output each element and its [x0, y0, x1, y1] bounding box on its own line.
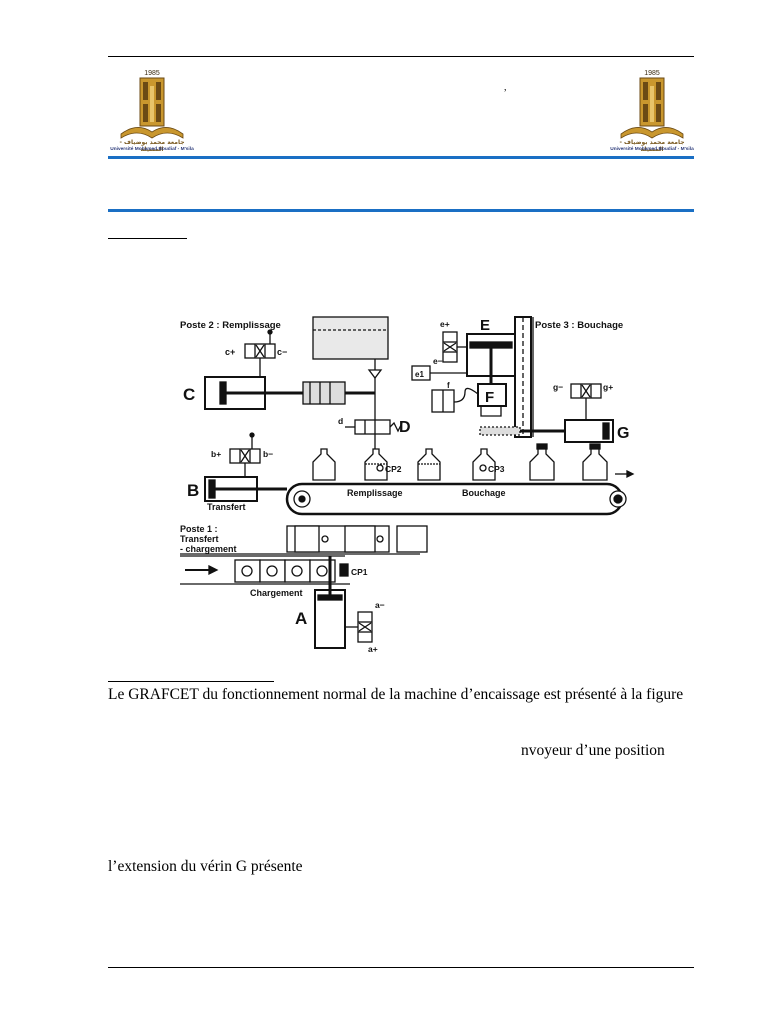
actuator-c-label: C — [183, 385, 195, 404]
poste1-title-line1: Poste 1 : — [180, 524, 218, 534]
valve-g-plus-label: g+ — [603, 382, 613, 392]
sensor-cp2-label: CP2 — [385, 464, 402, 474]
sensor-cp3-label: CP3 — [488, 464, 505, 474]
station-chargement-label: Chargement — [250, 588, 303, 598]
valve-f-label: f — [447, 381, 450, 390]
machine-diagram: Poste 2 : Remplissage Poste 3 : Bouchage… — [175, 312, 635, 657]
university-logo-left: 1985 جامعة محمد بوضياف - المسيلة Univers… — [107, 70, 197, 165]
paragraph-fragment-position: nvoyeur d’une position — [521, 742, 665, 759]
valve-c-minus-label: c− — [277, 347, 287, 357]
header-blue-rule-2 — [108, 209, 694, 212]
valve-a-minus-label: a− — [375, 600, 385, 610]
actuator-d-label: D — [399, 419, 411, 436]
university-emblem-icon — [120, 77, 184, 139]
university-emblem-icon — [620, 77, 684, 139]
valve-e-plus-label: e+ — [440, 319, 450, 329]
actuator-a-label: A — [295, 609, 307, 628]
valve-c-plus-label: c+ — [225, 347, 235, 357]
valve-d-label: d — [338, 416, 343, 426]
header-center-mark: , — [504, 82, 507, 93]
paragraph-grafcet: Le GRAFCET du fonctionnement normal de l… — [108, 686, 684, 703]
poste3-title: Poste 3 : Bouchage — [535, 320, 623, 331]
actuator-b-label: B — [187, 481, 199, 500]
text-separator-rule — [108, 681, 274, 682]
poste1-title-line3: - chargement — [180, 544, 237, 554]
footer-rule — [108, 967, 694, 968]
actuator-g-label: G — [617, 425, 629, 442]
sensor-e1-label: e1 — [415, 370, 424, 379]
logo-arabic-name: جامعة محمد بوضياف - المسيلة — [119, 139, 185, 153]
actuator-e-label: E — [480, 317, 490, 334]
station-transfert-label: Transfert — [207, 502, 246, 512]
university-logo-right: 1985 جامعة محمد بوضياف - المسيلة Univers… — [607, 70, 697, 165]
logo-french-name: Université Mohamed Boudiaf - M'sila — [110, 147, 194, 152]
station-remplissage-label: Remplissage — [347, 488, 403, 498]
valve-b-plus-label: b+ — [211, 449, 221, 459]
paragraph-fragment-verin-g: l’extension du vérin G présente — [108, 858, 303, 875]
logo-arabic-name: جامعة محمد بوضياف - المسيلة — [619, 139, 685, 153]
section-title-underline — [108, 238, 187, 239]
actuator-f-label: F — [485, 389, 494, 406]
valve-g-minus-label: g− — [553, 382, 563, 392]
header-top-rule — [108, 56, 694, 57]
logo-year: 1985 — [144, 70, 160, 77]
poste2-title: Poste 2 : Remplissage — [180, 320, 281, 331]
valve-a-plus-label: a+ — [368, 644, 378, 654]
station-bouchage-label: Bouchage — [462, 488, 506, 498]
bottling-machine-schematic: Poste 2 : Remplissage Poste 3 : Bouchage… — [180, 316, 635, 654]
header-blue-rule-1 — [108, 156, 694, 159]
logo-french-name: Université Mohamed Boudiaf - M'sila — [610, 147, 694, 152]
poste1-title-line2: Transfert — [180, 534, 219, 544]
valve-e-minus-label: e− — [433, 356, 443, 366]
valve-b-minus-label: b− — [263, 449, 273, 459]
logo-year: 1985 — [644, 70, 660, 77]
sensor-cp1-label: CP1 — [351, 567, 368, 577]
